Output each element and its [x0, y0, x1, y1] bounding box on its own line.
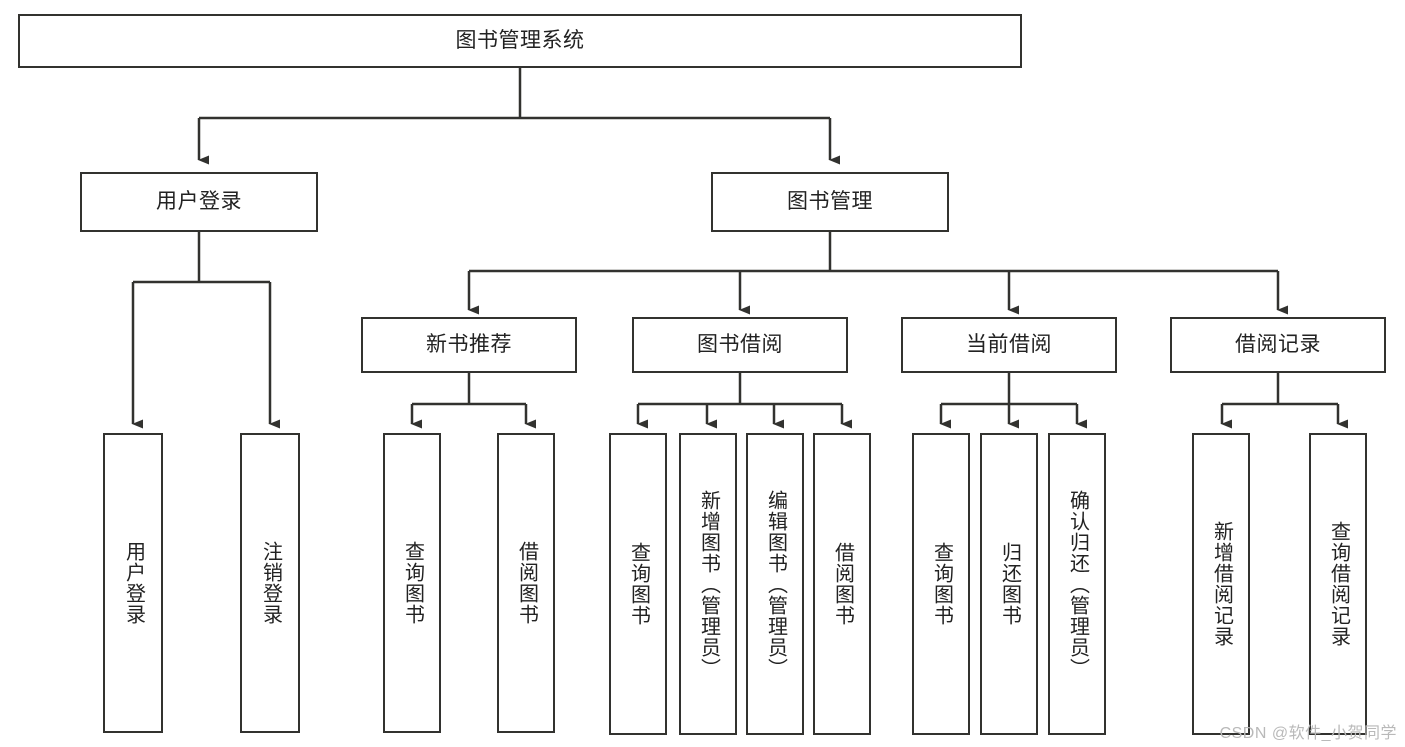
leaf-confirm-return-label: 确认归还（管理员） [1066, 489, 1089, 679]
leaf-add-book[interactable]: 新增图书（管理员） [679, 433, 737, 735]
leaf-return-book[interactable]: 归还图书 [980, 433, 1038, 735]
leaf-query-record[interactable]: 查询借阅记录 [1309, 433, 1367, 735]
leaf-borrow-book-1[interactable]: 借阅图书 [497, 433, 555, 733]
node-book-manage-label: 图书管理 [787, 190, 873, 214]
leaf-query-book-1[interactable]: 查询图书 [383, 433, 441, 733]
csdn-watermark: CSDN @软件_小贺同学 [1219, 725, 1397, 742]
leaf-query-record-label: 查询借阅记录 [1327, 521, 1350, 647]
node-borrow-record[interactable]: 借阅记录 [1170, 317, 1386, 373]
leaf-query-book-2[interactable]: 查询图书 [609, 433, 667, 735]
leaf-add-book-label: 新增图书（管理员） [697, 489, 720, 679]
leaf-add-record[interactable]: 新增借阅记录 [1192, 433, 1250, 735]
leaf-user-login-label: 用户登录 [122, 541, 145, 625]
node-root-label: 图书管理系统 [455, 29, 585, 53]
leaf-borrow-book-2[interactable]: 借阅图书 [813, 433, 871, 735]
leaf-query-book-3-label: 查询图书 [930, 542, 953, 626]
node-book-manage[interactable]: 图书管理 [711, 172, 949, 232]
leaf-query-book-3[interactable]: 查询图书 [912, 433, 970, 735]
leaf-borrow-book-2-label: 借阅图书 [831, 542, 854, 626]
leaf-edit-book-label: 编辑图书（管理员） [764, 489, 787, 679]
leaf-logout[interactable]: 注销登录 [240, 433, 300, 733]
leaf-add-record-label: 新增借阅记录 [1210, 521, 1233, 647]
node-book-borrow-label: 图书借阅 [697, 333, 783, 357]
leaf-return-book-label: 归还图书 [998, 542, 1021, 626]
leaf-query-book-1-label: 查询图书 [401, 541, 424, 625]
node-borrow-record-label: 借阅记录 [1235, 333, 1321, 357]
node-new-book-rec[interactable]: 新书推荐 [361, 317, 577, 373]
node-current-borrow-label: 当前借阅 [966, 333, 1052, 357]
leaf-logout-label: 注销登录 [259, 541, 282, 625]
leaf-user-login[interactable]: 用户登录 [103, 433, 163, 733]
leaf-borrow-book-1-label: 借阅图书 [515, 541, 538, 625]
leaf-query-book-2-label: 查询图书 [627, 542, 650, 626]
leaf-confirm-return[interactable]: 确认归还（管理员） [1048, 433, 1106, 735]
node-root[interactable]: 图书管理系统 [18, 14, 1022, 68]
node-user-login-label: 用户登录 [156, 190, 242, 214]
node-user-login[interactable]: 用户登录 [80, 172, 318, 232]
node-book-borrow[interactable]: 图书借阅 [632, 317, 848, 373]
node-new-book-rec-label: 新书推荐 [426, 333, 512, 357]
leaf-edit-book[interactable]: 编辑图书（管理员） [746, 433, 804, 735]
node-current-borrow[interactable]: 当前借阅 [901, 317, 1117, 373]
